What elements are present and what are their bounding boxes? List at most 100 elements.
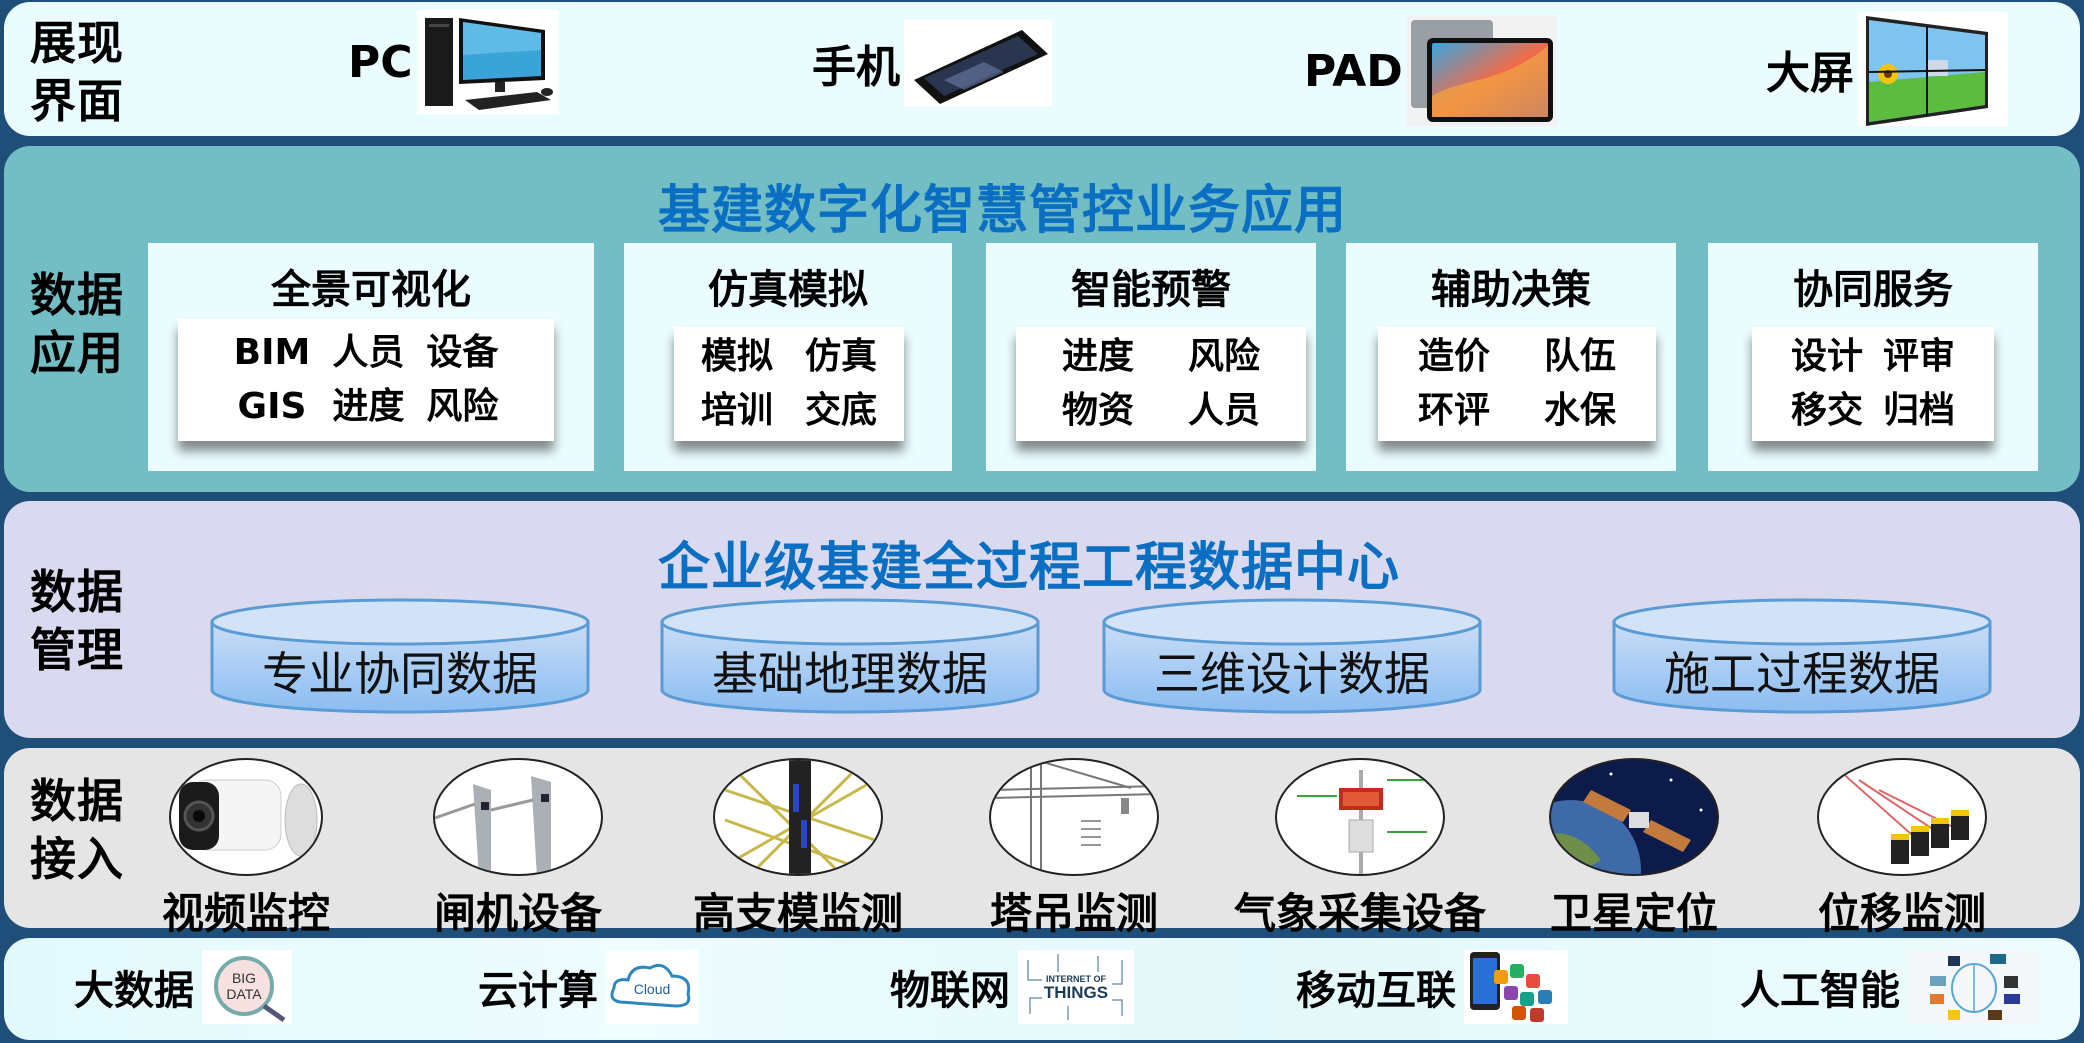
management-layer-label: 数据 管理 [30,563,124,679]
label-line-1: 数据 [30,565,124,619]
app-card-early-warning[interactable]: 智能预警 进度 风险 物资 人员 [986,243,1316,471]
tech-label: 移动互联 [1296,968,1456,1014]
card-item: 物资 [1061,390,1134,431]
card-item: 归档 [1883,390,1956,431]
device-label: 手机 [812,42,900,93]
tech-mobile-internet[interactable]: 移动互联 [1296,950,1568,1024]
formwork-scaffold-icon [713,758,883,876]
card-item: BIM [233,332,311,373]
source-label: 气象采集设备 [1233,889,1486,938]
database-3d-design[interactable]: 三维设计数据 [1102,598,1482,714]
application-layer-label: 数据 应用 [30,266,124,382]
card-item: 风险 [426,386,499,427]
display-layer-label: 展现 界面 [30,14,124,130]
label-line-1: 展现 [30,16,124,70]
technology-layer: 大数据 BIG DATA 云计算 Cloud 物联网 [4,938,2080,1040]
svg-text:INTERNET OF: INTERNET OF [1046,974,1107,984]
app-card-panorama[interactable]: 全景可视化 BIM 人员 设备 GIS 进度 风险 [148,243,594,471]
database-cylinder-icon [1102,598,1482,714]
source-displacement-monitoring[interactable]: 位移监测 [1782,758,2022,941]
card-item: 评审 [1883,336,1956,377]
database-professional-collab[interactable]: 专业协同数据 [210,598,590,714]
svg-text:DATA: DATA [226,986,262,1002]
desktop-computer-icon [416,10,559,114]
database-cylinder-icon [660,598,1040,714]
database-label: 三维设计数据 [1154,647,1430,701]
device-phone: 手机 [812,20,1052,106]
source-label: 高支模监测 [692,889,903,938]
database-cylinder-icon [210,598,590,714]
card-item: 风险 [1188,336,1261,377]
cloud-icon: Cloud [606,950,698,1024]
database-construction-process[interactable]: 施工过程数据 [1612,598,1992,714]
source-label: 卫星定位 [1549,889,1718,938]
tower-crane-icon [989,758,1159,876]
tech-label: 云计算 [478,968,598,1014]
svg-text:Cloud: Cloud [634,981,671,997]
card-item: 设备 [426,332,499,373]
application-layer: 数据 应用 基建数字化智慧管控业务应用 全景可视化 BIM 人员 设备 GIS … [4,146,2080,492]
label-line-1: 数据 [30,774,124,828]
card-item: 进度 [1061,336,1134,377]
device-label: PAD [1304,45,1403,97]
app-card-simulation[interactable]: 仿真模拟 模拟 仿真 培训 交底 [624,243,952,471]
card-item: GIS [237,386,307,427]
card-item: 人员 [332,332,405,373]
tech-iot[interactable]: 物联网 INTERNET OF THINGS [890,950,1134,1024]
tech-cloud-computing[interactable]: 云计算 Cloud [478,950,698,1024]
card-title: 辅助决策 [1431,267,1591,313]
card-items: 造价 队伍 环评 水保 [1378,327,1656,441]
source-label: 闸机设备 [433,889,602,938]
source-label: 视频监控 [161,889,330,938]
source-weather-station[interactable]: 气象采集设备 [1230,758,1490,941]
label-line-2: 界面 [30,74,124,128]
device-pc: PC [348,10,559,114]
label-line-1: 数据 [30,268,124,322]
source-label: 位移监测 [1817,889,1986,938]
card-items: 设计 评审 移交 归档 [1752,327,1994,441]
access-layer-label: 数据 接入 [30,772,124,888]
card-item: 设计 [1790,336,1863,377]
card-items: BIM 人员 设备 GIS 进度 风险 [178,319,554,441]
mobile-apps-icon [1464,950,1568,1024]
card-title: 全景可视化 [271,267,471,313]
smartphone-icon [904,20,1052,106]
card-item: 移交 [1790,390,1863,431]
source-satellite-positioning[interactable]: 卫星定位 [1514,758,1754,941]
security-camera-icon [169,758,323,876]
app-card-decision-support[interactable]: 辅助决策 造价 队伍 环评 水保 [1346,243,1676,471]
tech-label: 物联网 [890,968,1010,1014]
database-label: 施工过程数据 [1664,647,1940,701]
database-basic-geo[interactable]: 基础地理数据 [660,598,1040,714]
device-pad: PAD [1304,16,1557,126]
card-item: 环评 [1417,390,1490,431]
card-item: 队伍 [1544,336,1617,377]
video-wall-icon [1858,12,2008,126]
source-video-surveillance[interactable]: 视频监控 [126,758,366,941]
app-card-collaboration[interactable]: 协同服务 设计 评审 移交 归档 [1708,243,2038,471]
tech-artificial-intelligence[interactable]: 人工智能 [1740,950,2040,1024]
svg-text:BIG: BIG [232,970,256,986]
source-formwork-monitoring[interactable]: 高支模监测 [678,758,918,941]
access-layer: 数据 接入 视频监控 闸机设备 [4,748,2080,938]
source-gate-device[interactable]: 闸机设备 [398,758,638,941]
source-tower-crane[interactable]: 塔吊监测 [954,758,1194,941]
label-line-2: 应用 [30,326,124,380]
card-item: 模拟 [700,336,773,377]
card-item: 培训 [700,390,773,431]
card-item: 交底 [805,390,878,431]
display-layer: 展现 界面 PC 手机 PAD [4,2,2080,136]
management-layer: 数据 管理 企业级基建全过程工程数据中心 专业协同数据 基础地理数据 [4,501,2080,738]
label-line-2: 接入 [30,832,124,886]
turnstile-gate-icon [433,758,603,876]
label-line-2: 管理 [30,623,124,677]
tech-label: 大数据 [74,968,194,1014]
management-title: 企业级基建全过程工程数据中心 [658,538,1401,598]
database-label: 专业协同数据 [262,647,538,701]
device-label: 大屏 [1766,48,1854,99]
weather-station-icon [1275,758,1445,876]
card-item: 人员 [1188,390,1261,431]
ai-brain-icon [1908,950,2040,1024]
card-title: 协同服务 [1793,267,1953,313]
tech-big-data[interactable]: 大数据 BIG DATA [74,950,292,1024]
